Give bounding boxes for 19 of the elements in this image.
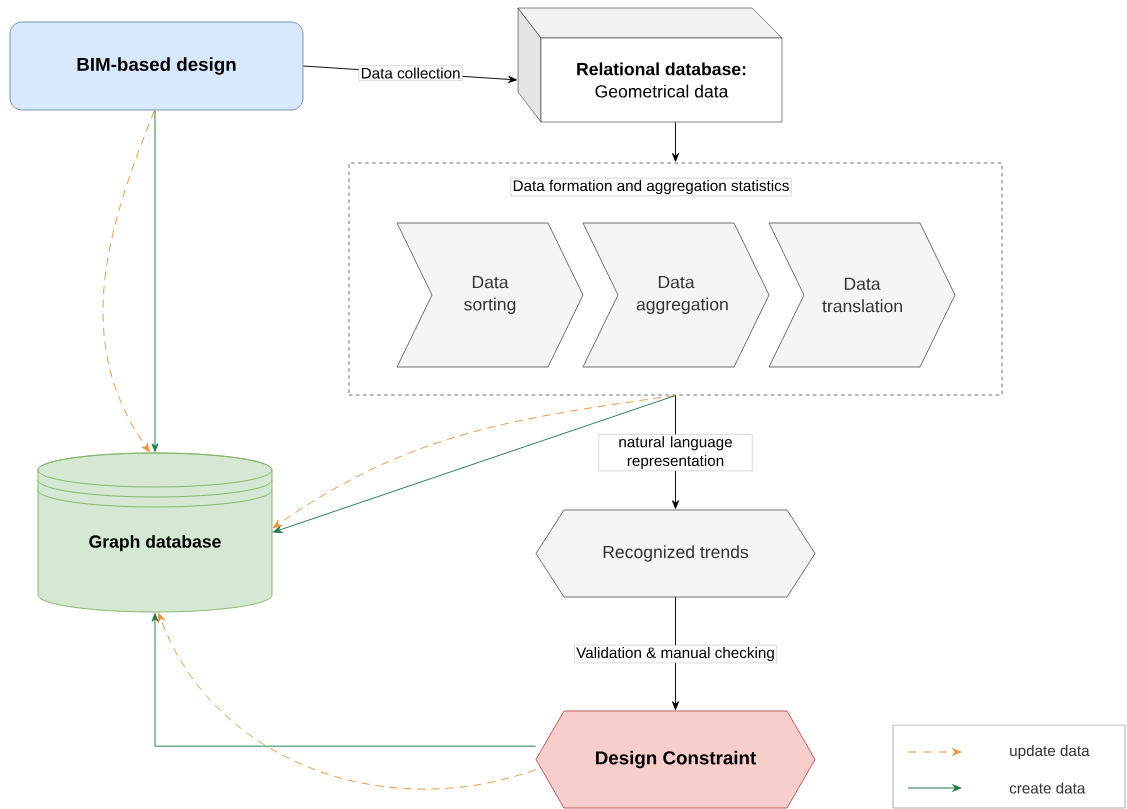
arrow xyxy=(158,613,537,790)
legend-label: update data xyxy=(1010,744,1090,760)
arrow xyxy=(151,110,159,452)
arrow xyxy=(672,121,679,162)
process-box: BIM-based design xyxy=(9,21,304,111)
arrow xyxy=(672,596,679,710)
legend-label: create data xyxy=(1009,782,1086,794)
chevron-step: Data translation xyxy=(768,222,956,368)
edge-label: Validation & manual checking xyxy=(574,644,777,664)
hexagon-step: Recognized trends xyxy=(535,509,816,598)
arrow xyxy=(102,110,155,453)
database-cylinder: Graph database xyxy=(37,452,273,613)
database-block: Relational database: Geometrical data xyxy=(517,7,783,123)
hexagon-box: Design Constraint xyxy=(535,710,816,809)
arrow xyxy=(151,613,537,747)
chevron-step: Data aggregation xyxy=(582,222,770,368)
edge-label: Data collection xyxy=(358,65,463,81)
chevron-step: Data sorting xyxy=(396,222,584,368)
edge-label: natural language representation xyxy=(598,434,753,472)
